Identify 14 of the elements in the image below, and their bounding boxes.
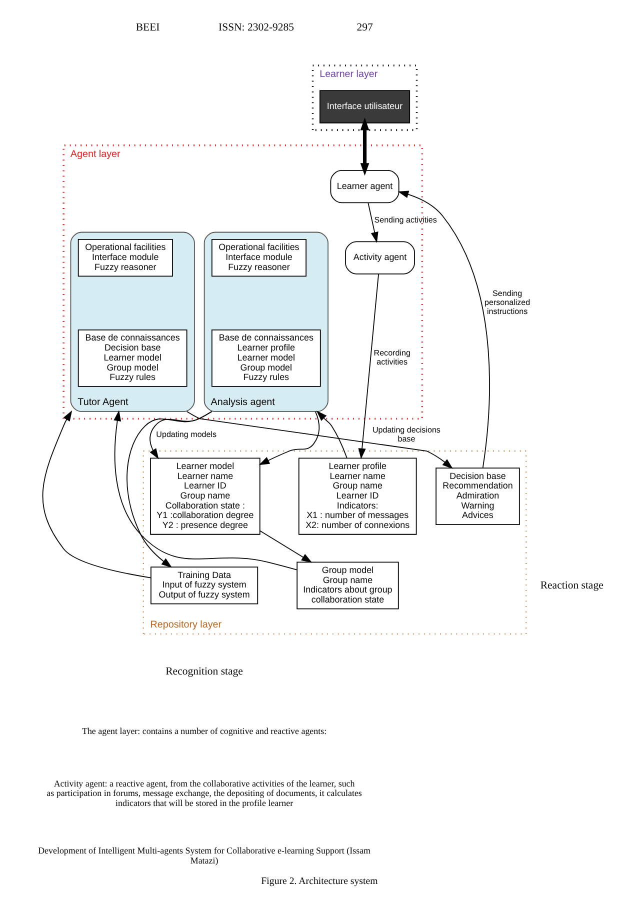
caption: Figure 2. Architecture system bbox=[260, 876, 378, 887]
edge-label: Updating decisions base bbox=[372, 425, 440, 444]
edge-label: Updating models bbox=[156, 430, 216, 439]
label: Activity agent: a reactive agent, from the collaborative activities of the learner, such as participation in forums, message exchange, the depositing of documents, it calculates indicators that will be stored in the profile learner bbox=[46, 778, 362, 808]
label: The agent layer: contains a number of cognitive and reactive agents: bbox=[81, 726, 326, 736]
label: 297 bbox=[356, 22, 372, 34]
label: BEEI bbox=[135, 22, 160, 34]
label: Reaction stage bbox=[540, 579, 603, 592]
label: Development of Intelligent Multi-agents System for Collaborative e-learning Support (Issam Matazi) bbox=[38, 846, 370, 866]
edge-label: Sending personalized instructions bbox=[484, 289, 530, 316]
edge-label: Recording activities bbox=[373, 348, 410, 367]
label: ISSN: 2302-9285 bbox=[218, 22, 294, 34]
edge-label: Sending activities bbox=[374, 216, 436, 225]
label: Recognition stage bbox=[165, 665, 242, 678]
